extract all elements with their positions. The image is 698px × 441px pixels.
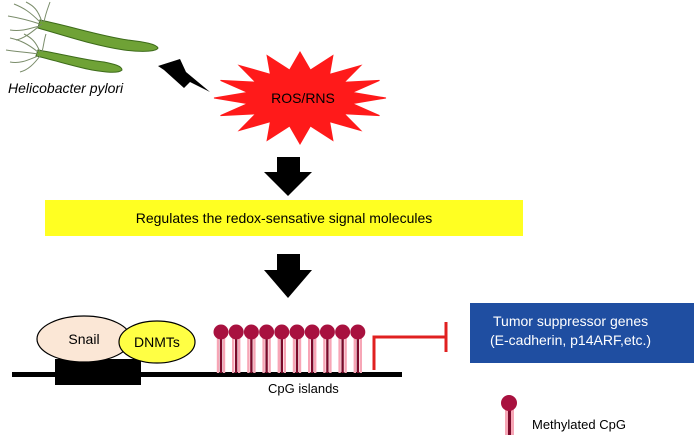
organism-label: Helicobacter pylori — [8, 80, 124, 96]
tumor-suppressor-box: Tumor suppressor genes (E-cadherin, p14A… — [470, 303, 694, 363]
legend-label: Methylated CpG — [532, 417, 626, 432]
down-arrow-icon — [264, 254, 312, 298]
methylated-cpg-lollipop — [243, 324, 259, 373]
methylated-cpg-lollipop — [335, 324, 351, 373]
tumor-suppressor-title: Tumor suppressor genes — [493, 313, 649, 329]
cpg-islands-label: CpG islands — [268, 381, 339, 396]
methylated-cpg-lollipop — [213, 324, 229, 373]
methylated-cpg-lollipop — [350, 324, 366, 373]
ros-burst: ROS/RNS — [213, 51, 387, 145]
burst-label: ROS/RNS — [271, 90, 335, 106]
methylated-cpg-lollipop — [319, 324, 335, 373]
methylated-cpg-icon — [501, 395, 517, 435]
dnmt-ellipse — [118, 320, 196, 364]
snail-label: Snail — [68, 331, 99, 347]
methylated-cpg-lollipop — [228, 324, 244, 373]
regulation-step-label: Regulates the redox-sensative signal mol… — [135, 210, 433, 226]
bacterium-icon — [5, 1, 159, 73]
regulation-step-box: Regulates the redox-sensative signal mol… — [45, 200, 523, 236]
inhibition-bar-icon — [372, 322, 448, 370]
tumor-suppressor-examples: (E-cadherin, p14ARF,etc.) — [490, 332, 652, 348]
methylated-cpg-lollipop — [259, 324, 275, 373]
gene-block — [55, 359, 141, 385]
methylated-cpg-lollipop — [274, 324, 290, 373]
down-arrow-icon — [264, 157, 312, 196]
dna-strand — [12, 372, 402, 377]
lightning-bolt-icon — [158, 59, 210, 92]
cpg-lollipops — [213, 324, 366, 373]
methylated-cpg-lollipop — [304, 324, 320, 373]
methylated-cpg-lollipop — [289, 324, 305, 373]
dnmt-label: DNMTs — [134, 334, 180, 350]
